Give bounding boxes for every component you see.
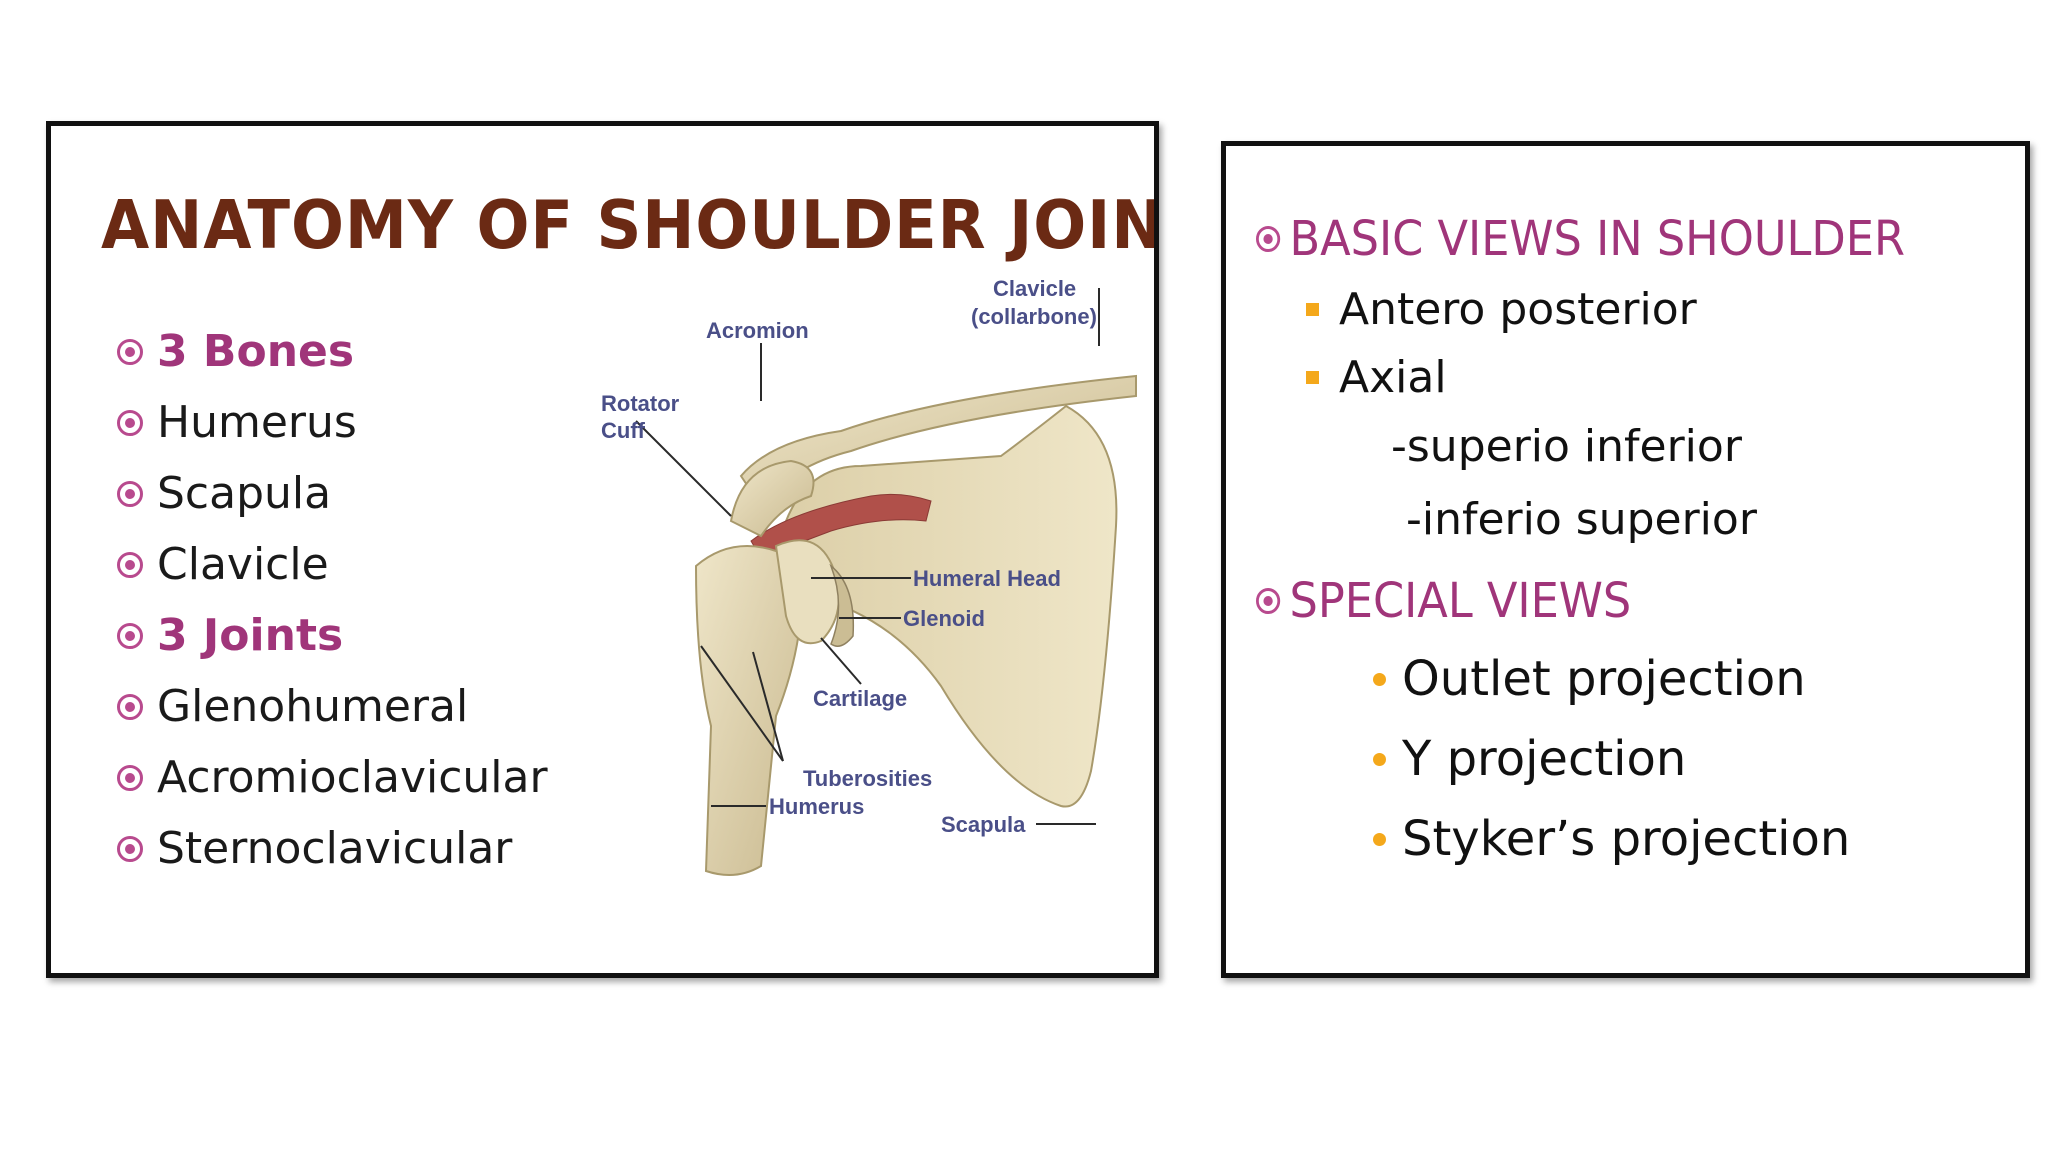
label-tuberosities: Tuberosities [803,766,932,791]
list-item: Outlet projection [1373,651,1806,707]
acromion-bone [729,459,815,538]
list-item: Acromioclavicular [117,742,557,813]
views-slide: BASIC VIEWS IN SHOULDER Antero posterior… [1221,141,2030,978]
label-humeral-head: Humeral Head [913,566,1061,591]
target-bullet-icon [117,338,143,365]
list-item-label: Sternoclavicular [157,823,513,874]
list-item-label: Axial [1339,352,1447,403]
target-bullet-icon [117,693,143,720]
label-cartilage: Cartilage [813,686,907,711]
list-item-label: 3 Bones [157,326,355,377]
list-item-label: Y projection [1402,731,1687,787]
label-acromion: Acromion [706,318,809,343]
list-item-label: Outlet projection [1402,651,1806,707]
basic-views-heading: BASIC VIEWS IN SHOULDER [1256,211,1905,267]
target-bullet-icon [117,764,143,791]
target-bullet-icon [1256,588,1281,614]
target-bullet-icon [117,835,143,862]
list-item: Clavicle [117,529,557,600]
list-item: Axial [1306,352,1447,403]
shoulder-anatomy-diagram: Clavicle (collarbone) Acromion Rotator C… [601,276,1137,876]
leader-lines [635,288,1100,825]
list-item: Sternoclavicular [117,813,557,884]
anatomy-slide: ANATOMY OF SHOULDER JOINT 3 Bones Humeru… [46,121,1159,978]
label-collarbone: (collarbone) [971,304,1097,329]
axial-sub-item: -superio inferior [1391,421,1742,472]
label-scapula: Scapula [941,812,1026,837]
list-item: Humerus [117,387,557,458]
target-bullet-icon [117,551,143,578]
list-item-label: 3 Joints [157,610,344,661]
clavicle-bone [739,374,1137,508]
list-item: Antero posterior [1306,284,1697,335]
target-bullet-icon [117,480,143,507]
list-item-label: Acromioclavicular [157,752,548,803]
target-bullet-icon [117,409,143,436]
label-rotator: Rotator [601,391,680,416]
square-bullet-icon [1306,371,1319,384]
label-humerus: Humerus [769,794,864,819]
list-item: 3 Bones [117,316,557,387]
dot-bullet-icon [1373,752,1386,766]
special-views-heading-label: SPECIAL VIEWS [1289,573,1632,629]
list-item: Glenohumeral [117,671,557,742]
label-cuff: Cuff [601,418,646,443]
list-item: 3 Joints [117,600,557,671]
list-item-label: Antero posterior [1339,284,1697,335]
special-views-heading: SPECIAL VIEWS [1256,573,1631,629]
label-glenoid: Glenoid [903,606,985,631]
list-item-label: Humerus [157,397,357,448]
bones-joints-list: 3 Bones Humerus Scapula Clavicle 3 Joint… [117,316,557,884]
target-bullet-icon [1256,226,1281,252]
dot-bullet-icon [1373,832,1386,846]
glenoid [829,563,855,647]
axial-sub-item: -inferio superior [1406,494,1757,545]
slide-title: ANATOMY OF SHOULDER JOINT [101,186,1159,264]
dot-bullet-icon [1373,672,1386,686]
list-item: Scapula [117,458,557,529]
basic-views-heading-label: BASIC VIEWS IN SHOULDER [1289,211,1906,267]
list-item-label: Clavicle [157,539,329,590]
list-item: Y projection [1373,731,1686,787]
square-bullet-icon [1306,303,1319,316]
list-item-label: Glenohumeral [157,681,469,732]
label-clavicle: Clavicle [993,276,1076,301]
target-bullet-icon [117,622,143,649]
humerus-bone [694,545,803,876]
list-item: Styker’s projection [1373,811,1850,867]
list-item-label: Styker’s projection [1402,811,1851,867]
list-item-label: Scapula [157,468,332,519]
